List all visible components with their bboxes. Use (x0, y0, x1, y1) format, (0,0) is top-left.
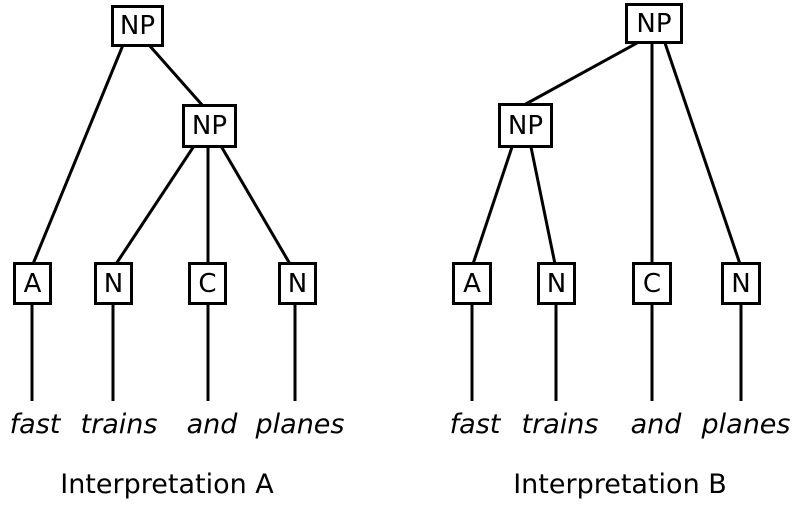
edge-a-np-to-n1 (114, 145, 196, 265)
tree-a-leaf-n1-node: N (94, 262, 133, 305)
tree-b-caption: Interpretation B (513, 469, 727, 500)
tree-a-word-planes: planes (255, 409, 345, 440)
tree-a-word-fast: fast (9, 409, 61, 440)
tree-a-word-trains: trains (80, 409, 158, 440)
tree-b-leaf-n2-node: N (721, 262, 761, 305)
tree-b-root-np-node: NP (625, 3, 683, 44)
edge-b-root-to-np (523, 41, 638, 107)
tree-a-caption: Interpretation A (60, 469, 274, 500)
tree-a-leaf-c-node: C (188, 262, 227, 305)
tree-b-word-fast: fast (449, 409, 501, 440)
tree-a-leaf-a-node: A (13, 262, 52, 305)
edge-b-root-to-n2 (663, 42, 742, 265)
tree-a-root-np-node: NP (111, 5, 164, 47)
tree-b-inner-np-node: NP (498, 103, 553, 148)
tree-b-leaf-c-node: C (632, 262, 672, 305)
tree-b-leaf-n1-node: N (537, 262, 576, 305)
tree-b-word-trains: trains (521, 409, 599, 440)
tree-b-word-planes: planes (701, 409, 791, 440)
edge-a-np-to-n2 (219, 145, 292, 265)
tree-a-leaf-n2-node: N (278, 262, 317, 305)
tree-b-word-and: and (630, 409, 682, 440)
tree-b-leaf-a-node: A (452, 262, 492, 305)
edge-b-np-to-n1 (529, 146, 557, 265)
tree-a-word-and: and (186, 409, 238, 440)
edge-a-root-to-np (147, 44, 205, 107)
edge-b-np-to-a (471, 146, 514, 265)
edge-a-root-to-a (31, 44, 125, 265)
tree-a-inner-np-node: NP (182, 104, 237, 148)
